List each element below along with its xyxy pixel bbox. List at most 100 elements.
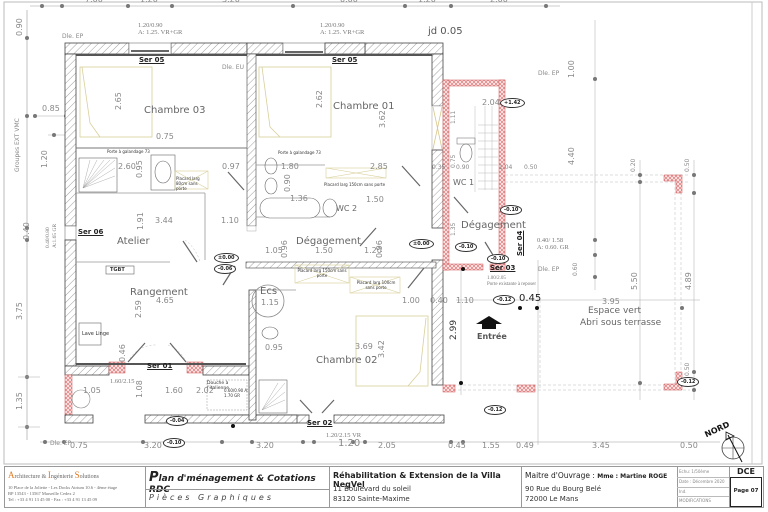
level-badge: -0.12 (484, 405, 507, 415)
dim-top: 7.00 (85, 0, 103, 4)
dim-bottom: 0.50 (680, 441, 698, 450)
level-badge: ±0.00 (409, 239, 434, 249)
dim-right: 4.89 (684, 272, 693, 290)
dim-left: 1.20 (40, 150, 49, 168)
owner-address-1: 90 Rue du Bourg Belé (525, 485, 602, 493)
dim-right: 0.50 (684, 362, 691, 376)
dim-inner: 0.95 (265, 343, 283, 352)
firm-address-3: Tel : +33 4 91 13 45 00 - Fax : +33 4 91… (8, 497, 98, 502)
dim-inner: 0.46 (118, 344, 127, 362)
divider (677, 496, 729, 497)
project-cell: Réhabilitation & Extension de la Villa N… (329, 467, 522, 507)
ser02-note: 1.20/2.15 VR (326, 432, 362, 439)
owner-address-2: 72000 Le Mans (525, 495, 579, 503)
modifications: MODIFICATIONS (679, 498, 711, 503)
ser04-note-b: A: 0.60. GR (537, 244, 569, 251)
level-badge: -0.12 (677, 377, 700, 387)
owner-line: Maitre d'Ouvrage : Mme : Martine ROGE (525, 471, 668, 480)
sliding-door-note-1: Porte à galandage 73 (107, 149, 150, 154)
dim-inner: 1.50 (366, 195, 384, 204)
dim-inner: 4.65 (156, 296, 174, 305)
window-note-1b: A: 1.25. VR+GR (138, 29, 183, 36)
room-label-atelier: Atelier (117, 236, 150, 247)
dim-bottom: 0.45 (448, 441, 466, 450)
ser06-note-b: A:1.65 GR (52, 223, 58, 248)
douche-label: Douche à l'italienne (207, 381, 230, 391)
dim-inner: 3.95 (602, 297, 620, 306)
dim-inner: 3.69 (355, 342, 373, 351)
page-box: Page 07 (730, 477, 762, 507)
dim-inner: 2.62 (315, 90, 324, 108)
tgbt-label: TGBT (110, 267, 125, 273)
dim-inner: 2.02 (196, 386, 214, 395)
level-badge: +1.42 (500, 98, 525, 108)
firm-address-1: 10 Place de la Joliette - Les Docks Atri… (8, 485, 118, 490)
dim-bottom: 3.20 (256, 441, 274, 450)
dim-inner: 3.44 (155, 216, 173, 225)
window-note-2a: 1.20/0.90 (320, 22, 345, 29)
divider (677, 487, 729, 488)
firm-address-2: BP 13543 - 13567 Marseille Cedex 2 (8, 491, 75, 496)
level-badge: -0.12 (493, 295, 516, 305)
ser03-note-b: Porte existante à reposer (487, 282, 537, 287)
dim-top: 3.20 (222, 0, 240, 4)
room-label-chambre-03: Chambre 03 (144, 105, 206, 116)
dim-inner: 1.35 (450, 222, 457, 236)
dim-inner: 1.04 (499, 164, 513, 171)
level-badge: -0.10 (487, 254, 510, 264)
dim-inner: 2.85 (370, 162, 388, 171)
dim-top: 1.20 (140, 0, 158, 4)
divider (145, 489, 329, 490)
opening-ser01: Ser 01 (147, 362, 173, 370)
dim-inner: 3.42 (377, 340, 386, 358)
meta-cell: Echu: 1/50ème Date : Décembre 2020 Ind. … (677, 467, 730, 507)
level-note: jd 0.05 (428, 26, 463, 37)
room-label-ecs: Ecs (260, 286, 278, 297)
dim-inner: 0.95 (135, 160, 144, 178)
dim-top: 0.00 (340, 0, 358, 4)
groupes-vmc-label: Groupes EXT VMC (14, 118, 21, 172)
phase-label: DCE (737, 467, 755, 476)
room-label-chambre-01: Chambre 01 (333, 101, 395, 112)
dim-inner: 0.90 (283, 174, 292, 192)
scale: Echu: 1/50ème (679, 469, 710, 474)
firm-cell: Architecture & Ingénierie Solutions 10 P… (5, 467, 146, 507)
dim-right: 5.50 (630, 272, 639, 290)
level-badge: -0.04 (166, 416, 189, 426)
downpipe-eu: Dle. EU (222, 64, 244, 71)
dim-inner: 1.05 (83, 386, 101, 395)
plan-title: Plan d'ménagement & Cotations RDC (149, 470, 316, 495)
dim-inner: 1.15 (261, 298, 279, 307)
dim-right: 4.40 (567, 147, 576, 165)
dim-top: 1.20 (418, 0, 436, 4)
dim-left: 0.90 (15, 18, 24, 36)
dim-right: 0.60 (572, 262, 579, 276)
dim-bottom: 0.75 (70, 441, 88, 450)
dim-inner: 1.10 (221, 216, 239, 225)
dim-bottom: 3.45 (592, 441, 610, 450)
dim-inner: 0.75 (450, 154, 457, 168)
opening-ser04: Ser 04 (516, 230, 524, 256)
project-address-2: 83120 Sainte-Maxime (333, 495, 410, 503)
level-badge: ±0.00 (214, 253, 239, 263)
closet-note-4: Placard larg 100cm sans porte (356, 280, 396, 290)
firm-name: Architecture & Ingénierie Solutions (8, 470, 100, 480)
room-label-rangement: Rangement (130, 287, 188, 298)
dim-inner: 0.50 (524, 164, 538, 171)
level-badge: -0.10 (455, 242, 478, 252)
dim-inner: 1.80 (281, 162, 299, 171)
dim-right: 0.50 (684, 158, 691, 172)
window-note-1a: 1.20/0.90 (138, 22, 163, 29)
opening-ser02: Ser 02 (307, 419, 333, 427)
dim-inner: 0.35 (432, 164, 446, 171)
project-title: Réhabilitation & Extension de la Villa N… (333, 471, 501, 489)
dim-inner: 0.75 (156, 132, 174, 141)
level-badge: -0.10 (500, 205, 523, 215)
dim-inner: 1.50 (315, 246, 333, 255)
index: Ind. (679, 489, 687, 494)
plan-title-cell: Plan d'ménagement & Cotations RDC Pièces… (145, 467, 330, 507)
ser04-note-a: 0.40/ 1.58 (537, 237, 564, 244)
dim-inner: 2.59 (134, 300, 143, 318)
dim-inner: 1.20 (364, 246, 382, 255)
